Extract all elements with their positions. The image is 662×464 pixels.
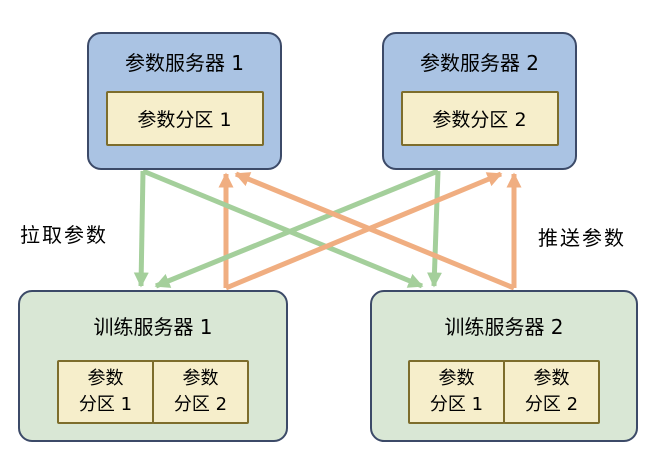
node-title: 训练服务器 2 bbox=[444, 315, 564, 339]
partition-box-ts2-2: 参数 分区 2 bbox=[503, 360, 600, 424]
partition-label-line: 分区 1 bbox=[429, 394, 484, 415]
partition-label-line: 参数 bbox=[438, 368, 475, 389]
partition-box-ts2-1: 参数 分区 1 bbox=[408, 360, 505, 424]
node-title: 参数服务器 2 bbox=[419, 51, 540, 75]
partition-label-line: 分区 1 bbox=[78, 394, 133, 415]
partition-label-line: 分区 2 bbox=[173, 394, 228, 415]
partition-box-ts1-2: 参数 分区 2 bbox=[152, 360, 249, 424]
partition-label-line: 参数 bbox=[533, 368, 570, 389]
node-parameter-server-2: 参数服务器 2 参数分区 2 bbox=[382, 32, 577, 170]
partition-label-line: 参数 bbox=[182, 368, 219, 389]
push-parameters-label: 推送参数 bbox=[538, 226, 626, 250]
partition-row: 参数 分区 1 参数 分区 2 bbox=[20, 360, 286, 424]
node-title: 训练服务器 1 bbox=[93, 315, 213, 339]
arrow-push-ts1-ps2 bbox=[225, 171, 503, 291]
partition-box-ps1: 参数分区 1 bbox=[105, 91, 264, 146]
partition-box-ps2: 参数分区 2 bbox=[400, 91, 559, 146]
partition-label-line: 分区 2 bbox=[524, 394, 579, 415]
pull-parameters-label: 拉取参数 bbox=[20, 223, 108, 247]
node-training-server-2: 训练服务器 2 参数 分区 1 参数 分区 2 bbox=[370, 290, 638, 442]
arrow-pull-ps1-ts1 bbox=[133, 170, 149, 288]
partition-box-ts1-1: 参数 分区 1 bbox=[57, 360, 154, 424]
partition-row: 参数 分区 1 参数 分区 2 bbox=[372, 360, 636, 424]
arrow-pull-ps2-ts2 bbox=[426, 170, 442, 288]
arrow-pull-ps1-ts2 bbox=[142, 168, 424, 289]
node-parameter-server-1: 参数服务器 1 参数分区 1 bbox=[87, 32, 282, 170]
arrow-pull-ps2-ts1 bbox=[154, 168, 439, 289]
partition-label-line: 参数 bbox=[87, 368, 124, 389]
node-training-server-1: 训练服务器 1 参数 分区 1 参数 分区 2 bbox=[18, 290, 288, 442]
node-title: 参数服务器 1 bbox=[124, 51, 245, 75]
arrow-push-ts2-ps1 bbox=[234, 171, 515, 291]
